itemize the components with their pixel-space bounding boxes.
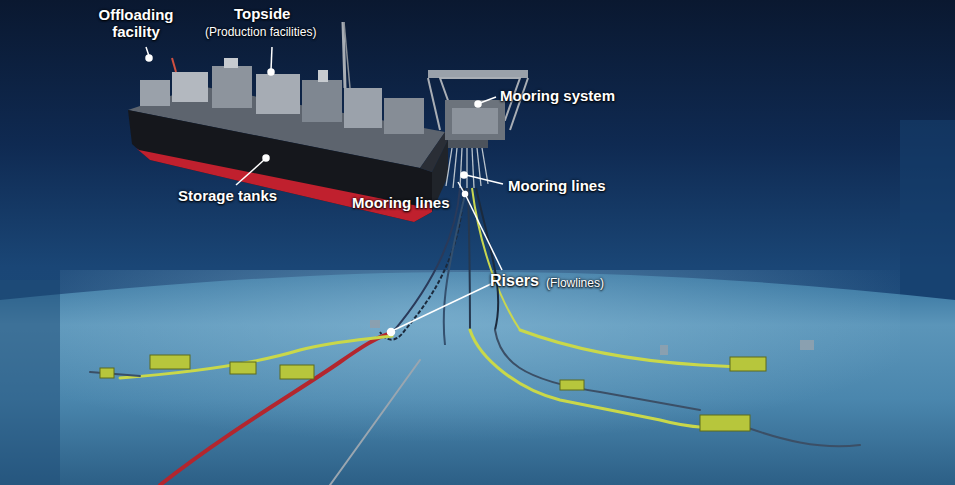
part-label: Storage tanks	[178, 187, 277, 204]
part-label: Offloading facility	[92, 6, 180, 41]
part-label: Risers	[490, 272, 539, 290]
part-label: Topside	[234, 5, 290, 22]
part-sublabel: (Flowlines)	[546, 277, 604, 291]
part-label: Mooring lines	[508, 177, 606, 194]
part-sublabel: (Production facilities)	[205, 26, 316, 40]
part-label: Mooring system	[500, 87, 615, 104]
part-label: Mooring lines	[352, 194, 450, 211]
